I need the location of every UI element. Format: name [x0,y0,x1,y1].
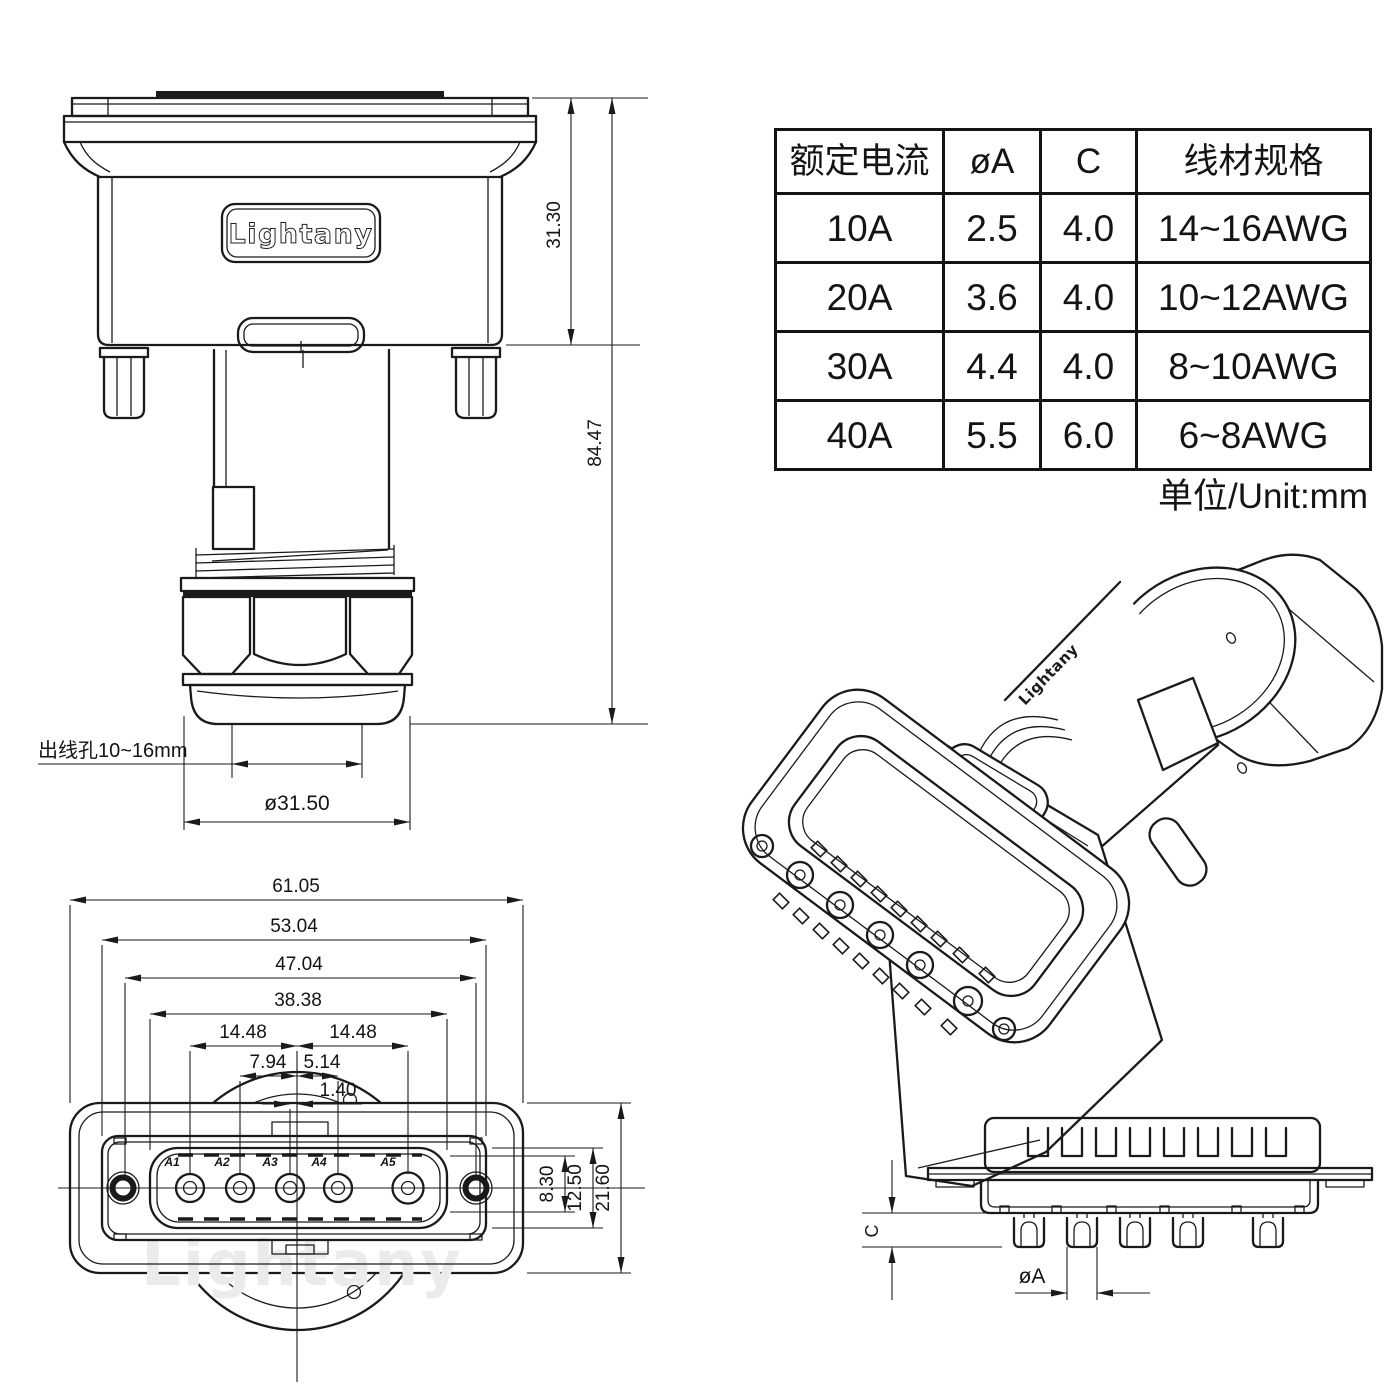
brand-logo-text: Lightany [229,219,374,250]
dim-gland-dia: ø31.50 [264,792,329,815]
cable-neck [211,348,391,551]
detail-solder-cups [1012,1213,1285,1249]
side-view-dimensions: 31.30 84.47 出线孔10~16mm ø31.50 [38,97,648,830]
jack-screw-left [98,346,150,420]
table-row: 20A 3.6 4.0 10~12AWG [774,261,1372,333]
dim-5-14: 5.14 [304,1052,341,1073]
pin-label-a3: A3 [261,1155,278,1169]
dim-14-48-right: 14.48 [329,1022,377,1043]
dim-61-05: 61.05 [272,876,320,897]
side-view: Lightany [38,91,648,830]
dim-31-30: 31.30 [544,201,565,249]
iso-peg [1148,817,1208,887]
detail-flange [926,1166,1374,1188]
pin-label-a2: A2 [213,1155,230,1169]
brand-logo-plate: Lightany [220,202,382,264]
iso-view: Lightany [741,553,1384,1188]
detail-dimensions: C øA [862,1160,1150,1300]
spec-table-header-row: 额定电流 øA C 线材规格 [774,128,1372,195]
unit-note: 单位/Unit:mm [1157,477,1368,516]
front-view-dimensions: 61.05 53.04 47.04 38.38 14.48 14.48 7.94… [69,876,631,1274]
iso-contact-slots [772,840,996,1036]
dim-c: C [862,1225,882,1238]
detail-body [983,1116,1322,1174]
dim-phi-a: øA [1019,1265,1046,1288]
latch-tab [236,316,366,354]
iso-label-recess [1136,676,1220,772]
pin-label-a1: A1 [163,1155,180,1169]
table-row: 30A 4.4 4.0 8~10AWG [774,330,1372,402]
dim-12-50: 12.50 [565,1164,586,1212]
threads [195,545,395,579]
spec-table: 额定电流 øA C 线材规格 10A 2.5 4.0 14~16AWG 20A … [774,128,1372,471]
table-row: 10A 2.5 4.0 14~16AWG [774,192,1372,264]
gland-nut [179,576,416,726]
detail-side-view: C øA [862,1116,1374,1300]
iso-cylinder: Lightany [1003,580,1220,857]
cable-hole-label: 出线孔10~16mm [38,739,188,762]
dim-21-60: 21.60 [593,1164,614,1212]
detail-slots [1026,1126,1288,1158]
iso-bezel [741,688,1131,1044]
dim-47-04: 47.04 [275,954,323,975]
dim-53-04: 53.04 [270,916,318,937]
jack-screw-right [450,346,502,420]
dim-1-40: 1.40 [320,1080,357,1101]
col-header-c: C [1039,128,1138,195]
pin-label-a5: A5 [379,1155,396,1169]
pin-label-a4: A4 [310,1155,327,1169]
col-header-wire-gauge: 线材规格 [1135,128,1372,195]
col-header-rated-current: 额定电流 [774,128,945,195]
table-row: 40A 5.5 6.0 6~8AWG [774,399,1372,471]
dim-8-30: 8.30 [537,1166,558,1203]
detail-insert [979,1178,1320,1215]
dim-84-47: 84.47 [585,419,606,467]
dim-7-94: 7.94 [250,1052,287,1073]
iso-screws [749,833,1017,1042]
iso-pins [785,860,984,1017]
front-view: Lightany A1 A2 A3 A4 A5 [58,876,645,1382]
dim-14-48-left: 14.48 [219,1022,267,1043]
col-header-phi-a: øA [942,128,1042,195]
dim-38-38: 38.38 [274,990,322,1011]
